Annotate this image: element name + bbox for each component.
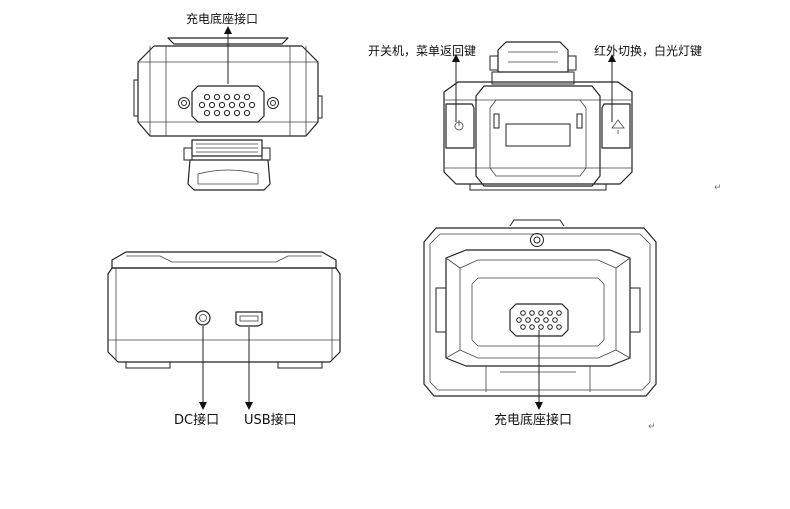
paragraph-mark-1: ↵ xyxy=(714,183,722,193)
dock-top-view xyxy=(423,219,657,410)
device-top-view xyxy=(443,41,633,191)
paragraph-mark-2: ↵ xyxy=(648,422,656,432)
usb-port xyxy=(235,311,263,327)
ir-white-light-button xyxy=(601,103,631,149)
label-power-menu-back-key: 开关机，菜单返回键 xyxy=(368,44,477,58)
dc-port xyxy=(195,310,211,326)
label-dc-port: DC接口 xyxy=(174,413,220,428)
device-bottom-view xyxy=(133,26,323,191)
dock-connector-top xyxy=(191,85,265,123)
connector-pins-top xyxy=(198,93,256,117)
label-ir-white-light-key: 红外切换，白光灯键 xyxy=(594,44,703,58)
dock-connector-bottom xyxy=(509,303,569,337)
label-usb-port: USB接口 xyxy=(244,413,297,428)
dock-side-view xyxy=(107,251,341,410)
label-top-charging-dock-port: 充电底座接口 xyxy=(186,12,259,26)
connector-pins-bottom xyxy=(516,310,562,330)
power-menu-button xyxy=(445,103,475,149)
label-bottom-charging-dock-port: 充电底座接口 xyxy=(494,413,573,428)
